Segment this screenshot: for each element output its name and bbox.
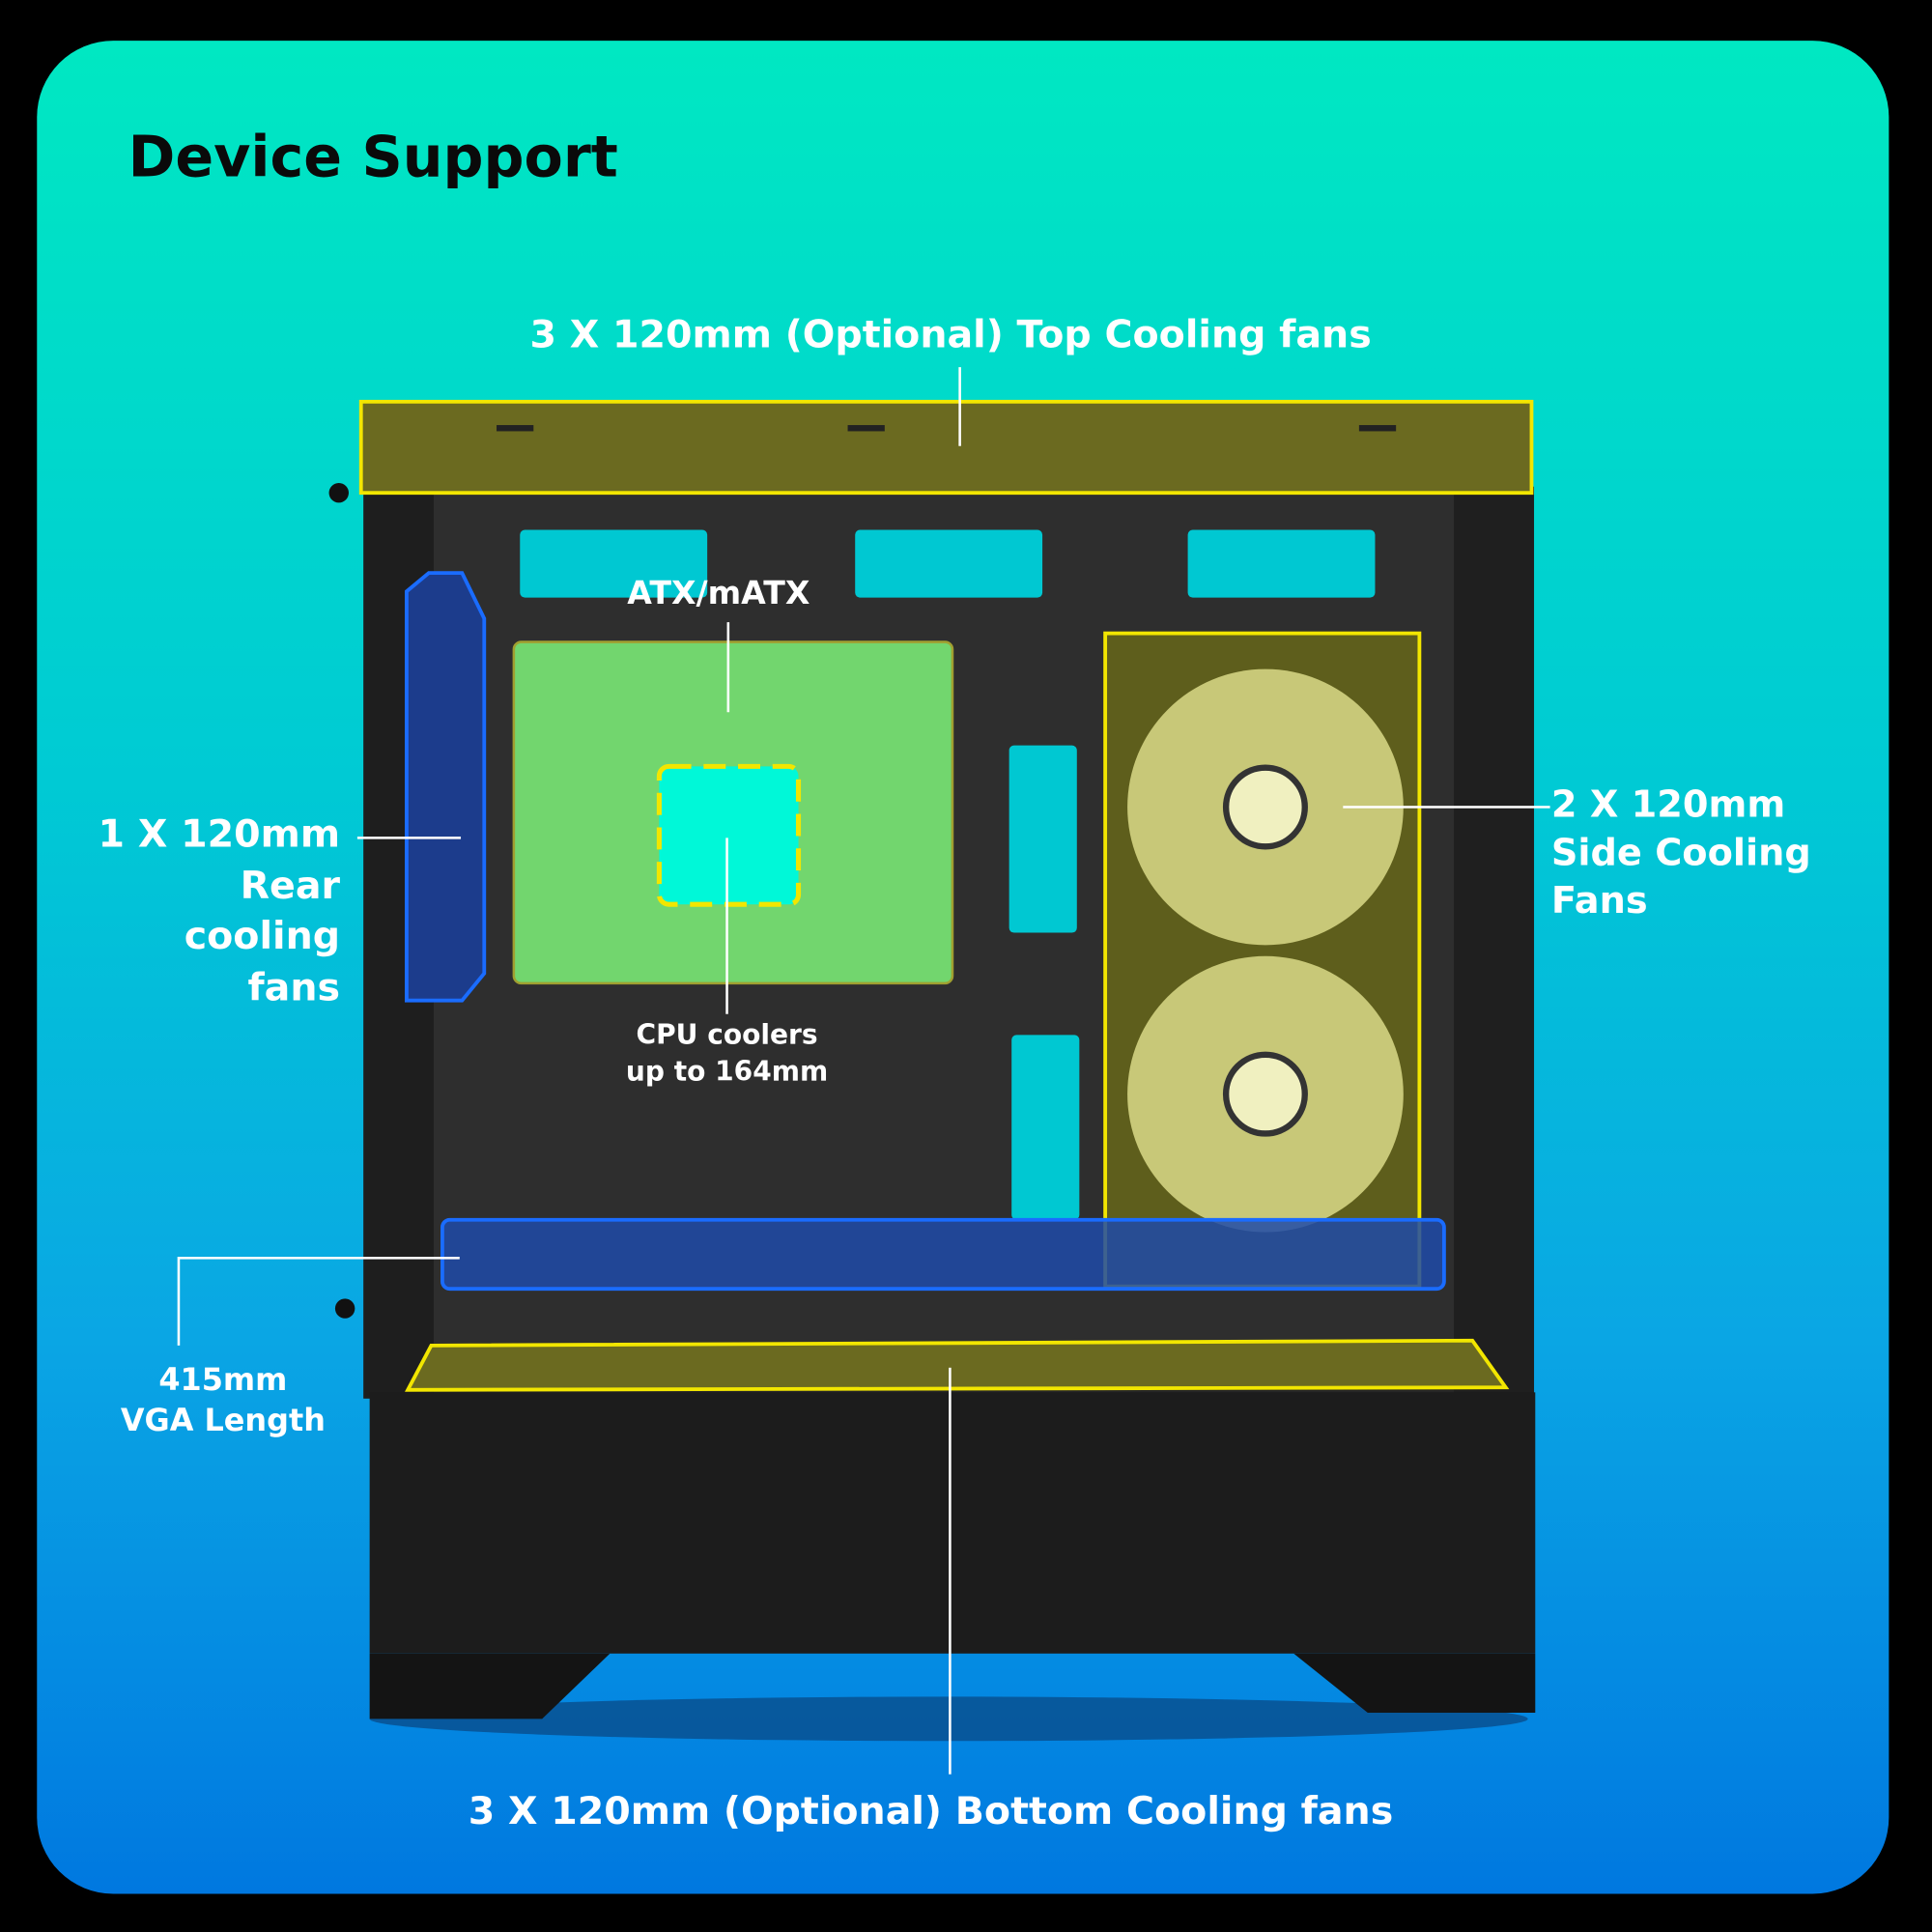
rear-label-line: 1 X 120mm (98, 811, 341, 857)
vga-length-area (440, 1217, 1446, 1292)
motherboard-leader-line (726, 622, 730, 713)
rear-fan-area (405, 571, 487, 1003)
rear-label-line: cooling (184, 914, 341, 959)
vga-label-line: VGA Length (120, 1402, 326, 1438)
case-front-edge (1454, 486, 1535, 1399)
vga-leader-line-h (178, 1257, 460, 1260)
side-label-line: 2 X 120mm (1550, 783, 1786, 827)
cpu-label-line: CPU coolers (636, 1020, 818, 1052)
thumbscrew (328, 482, 349, 503)
top-fan-area (358, 399, 1534, 496)
side-fan-top (1127, 668, 1404, 946)
cpu-label-line: up to 164mm (625, 1057, 829, 1089)
mesh-shroud (369, 1392, 1536, 1654)
rear-fan-leader-line (356, 837, 462, 839)
bottom-fan-area (405, 1338, 1510, 1392)
vga-leader-line-v (177, 1257, 181, 1346)
thumbscrew (334, 1298, 355, 1319)
cpu-area (656, 763, 802, 907)
cpu-cooler-label: CPU coolers up to 164mm (604, 1018, 850, 1093)
rear-label-line: Rear (240, 863, 341, 908)
cable-cutouts (520, 529, 1376, 1220)
vga-length-label: 415mm VGA Length (88, 1359, 359, 1440)
bottom-fans-label: 3 X 120mm (Optional) Bottom Cooling fans (468, 1789, 1394, 1833)
cpu-leader-line (725, 838, 728, 1014)
side-fans-leader-line (1343, 806, 1550, 809)
side-fans-label: 2 X 120mm Side Cooling Fans (1551, 781, 1811, 925)
top-fans-label: 3 X 120mm (Optional) Top Cooling fans (529, 312, 1372, 357)
rear-fan-label: 1 X 120mm Rear cooling fans (49, 810, 340, 1014)
top-fan-slots (497, 425, 1397, 432)
bottom-fans-leader-line (949, 1367, 952, 1775)
side-label-line: Fans (1550, 879, 1648, 923)
side-label-line: Side Cooling (1550, 831, 1811, 875)
rear-label-line: fans (247, 965, 341, 1010)
case-feet (369, 1653, 1536, 1719)
side-fan-bottom (1127, 955, 1404, 1233)
page-title: Device Support (128, 123, 618, 190)
motherboard-label: ATX/mATX (627, 575, 810, 612)
vga-label-line: 415mm (158, 1361, 288, 1398)
top-fans-leader-line (958, 367, 961, 446)
